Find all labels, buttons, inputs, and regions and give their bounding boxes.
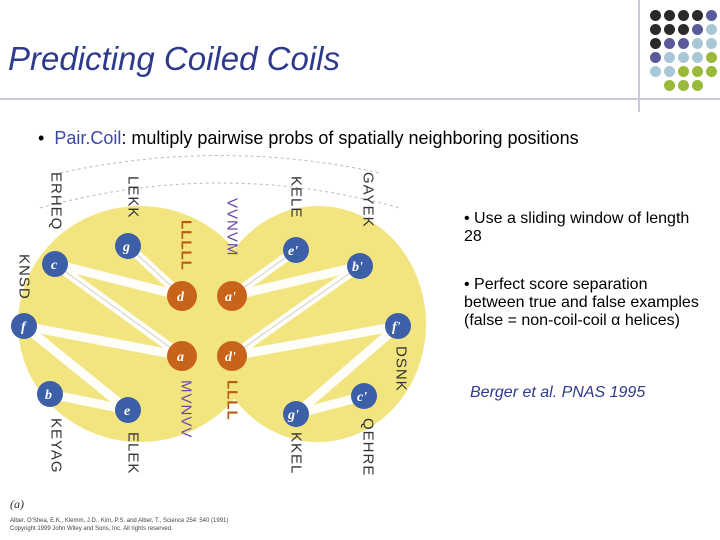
seq-f-prime: DSNK [393,346,410,392]
seq-b-prime: GAYEK [360,172,377,228]
helical-wheel-figure: g c d f a b e e' b' a' f' d' c' g' ERHEQ… [0,148,428,540]
main-bullet: • Pair.Coil: multiply pairwise probs of … [38,128,579,148]
seq-a-prime: VVNVM [224,198,241,256]
node-label-g-prime: g' [287,408,299,423]
node-label-e-prime: e' [288,244,298,259]
node-a [167,341,197,371]
node-a-prime [217,281,247,311]
divider-vertical [638,0,640,112]
bullet-text: : multiply pairwise probs of spatially n… [121,128,579,148]
seq-c: ERHEQ [48,172,65,230]
node-c-prime [351,383,377,409]
seq-f: KNSD [16,254,33,300]
seq-e: ELEK [125,432,142,474]
node-f-prime [385,313,411,339]
seq-d-prime: LLLL [224,380,241,421]
divider-horizontal [0,98,720,100]
node-b-prime [347,253,373,279]
node-label-a-prime: a' [225,290,236,305]
seq-a: MVNVV [178,380,195,438]
credit-line-1: Alber, O'Shea, E.K., Klemm, J.D., Kim, P… [10,518,228,524]
panel-label: (a) [10,497,24,511]
node-label-g: g [122,240,130,255]
seq-g: LEKK [125,176,142,218]
node-c [42,251,68,277]
node-f [11,313,37,339]
node-label-d: d [177,290,185,305]
citation: Berger et al. PNAS 1995 [470,384,646,401]
seq-b: KEYAG [48,418,65,474]
side-bullet-2: • Perfect score separation between true … [464,276,699,329]
credit-line-2: Copyright 1999 John Wiley and Sons, Inc.… [10,526,173,532]
seq-c-prime: QEHRE [360,418,377,476]
seq-e-prime: KELE [288,176,305,218]
node-g-prime [283,401,309,427]
side-bullet-1: • Use a sliding window of length 28 [464,210,690,245]
bullet-keyword: Pair.Coil [54,128,122,148]
slide-title: Predicting Coiled Coils [8,40,340,77]
node-d-prime [217,341,247,371]
node-label-f: f [21,320,27,335]
node-g [115,233,141,259]
node-label-a: a [177,350,184,365]
node-label-b: b [45,388,52,403]
node-b [37,381,63,407]
node-label-e: e [124,404,130,419]
node-label-b-prime: b' [352,260,363,275]
node-label-c: c [51,258,58,273]
node-label-c-prime: c' [357,390,367,405]
node-label-d-prime: d' [225,350,236,365]
node-label-f-prime: f' [392,320,401,335]
node-d [167,281,197,311]
node-e [115,397,141,423]
seq-d: LLLLL [178,220,195,271]
seq-g-prime: KKEL [288,432,305,474]
node-e-prime [283,237,309,263]
